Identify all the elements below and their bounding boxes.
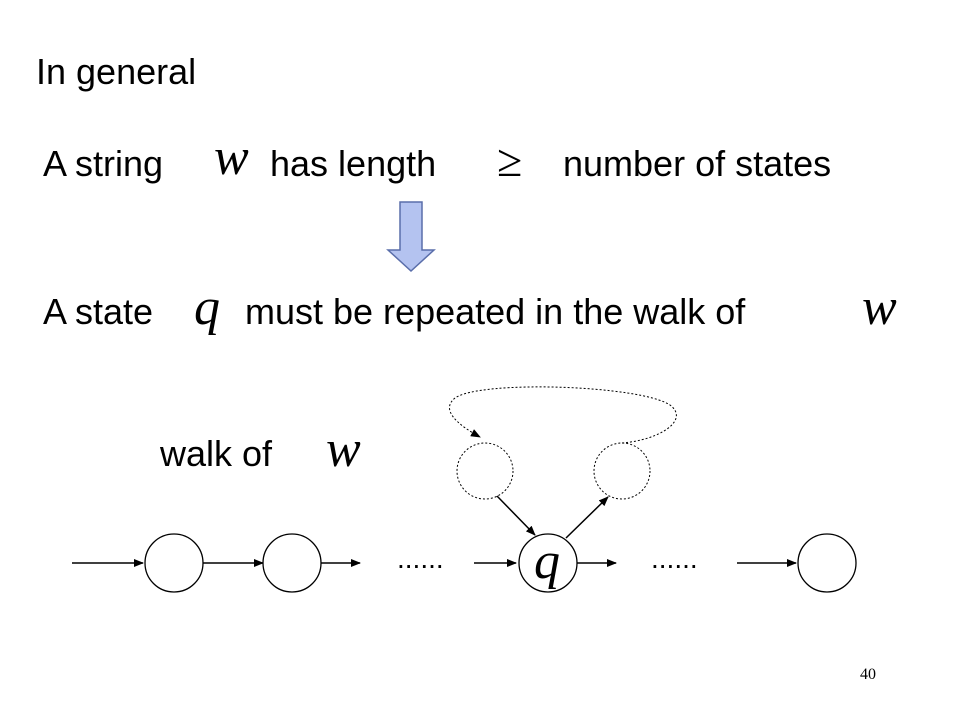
line1-suffix: number of states [563,143,832,184]
loop-state-right [593,442,651,500]
loop-state-left [456,442,514,500]
transition-arrow-q-loopright [565,496,609,539]
walk-label-var-w: w [326,421,361,478]
line2-prefix: A state [43,291,154,332]
transition-arrow-loopleft-q [496,495,536,536]
state-1 [144,533,204,593]
ellipsis-left: ...... [397,543,444,574]
line2-var-q: q [194,279,220,336]
slide-title: In general [36,51,197,92]
line2-suffix: must be repeated in the walk of [245,291,746,332]
walk-label: walk of [160,433,273,474]
loop-back-arc [449,386,677,444]
line1-geq-symbol: ≥ [497,135,523,186]
ellipsis-right: ...... [651,543,698,574]
implication-down-arrow [386,201,436,273]
state-final [797,533,857,593]
state-q-label: q [534,533,560,590]
line1-prefix: A string [43,143,164,184]
line2-var-w: w [862,279,897,336]
page-number: 40 [860,666,876,683]
line1-var-w: w [214,129,249,186]
state-2 [262,533,322,593]
line1-middle: has length [270,143,437,184]
